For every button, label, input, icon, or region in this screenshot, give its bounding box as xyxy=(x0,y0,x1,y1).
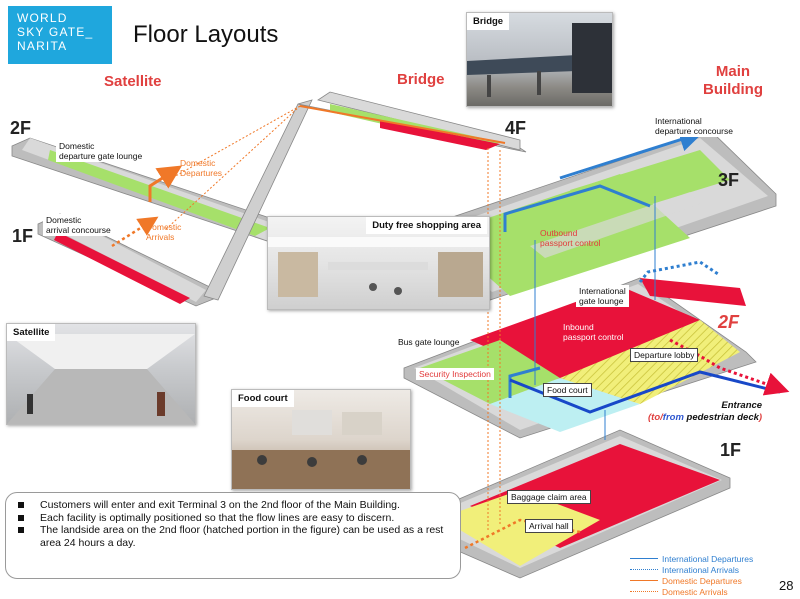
label-domestic-departures: Domestic Departures xyxy=(180,158,223,178)
duty-free-photo-image xyxy=(268,237,489,297)
duty-free-photo-title: Duty free shopping area xyxy=(366,217,487,234)
label-intl-departure-concourse: International departure concourse xyxy=(652,115,736,137)
section-main-building: Main Building xyxy=(698,63,768,99)
notes-box: Customers will enter and exit Terminal 3… xyxy=(5,492,461,579)
bridge-structure xyxy=(203,91,527,301)
legend-item-domestic-departures: Domestic Departures xyxy=(630,575,775,586)
note-item: Customers will enter and exit Terminal 3… xyxy=(18,499,452,512)
label-security-inspection: Security Inspection xyxy=(416,368,494,380)
label-food-court: Food court xyxy=(543,383,592,397)
domestic-arrival-flow-arrow xyxy=(111,216,159,248)
legend-item-intl-departures: International Departures xyxy=(630,553,775,564)
note-item: Each facility is optimally positioned so… xyxy=(18,512,452,525)
section-bridge: Bridge xyxy=(397,71,445,88)
floor-label-main-2f: 2F xyxy=(718,312,740,332)
section-main-line-2: Building xyxy=(703,81,763,98)
duty-free-photo: Duty free shopping area xyxy=(267,216,490,310)
satellite-photo-title: Satellite xyxy=(7,324,56,341)
label-domestic-arrivals: Domestic Arrivals xyxy=(146,222,182,242)
satellite-1f-floor xyxy=(37,213,217,307)
note-item: The landside area on the 2nd floor (hatc… xyxy=(18,524,452,549)
label-bus-gate-lounge: Bus gate lounge xyxy=(398,337,460,347)
floor-label-main-1f: 1F xyxy=(720,440,742,460)
section-main-line-1: Main xyxy=(715,63,751,80)
intl-connector-lines xyxy=(534,196,656,440)
page-title: Floor Layouts xyxy=(133,21,279,48)
floor-label-satellite-2f: 2F xyxy=(10,118,32,138)
world-sky-gate-logo: WORLD SKY GATE_ NARITA xyxy=(8,6,112,64)
logo-line-2: SKY GATE_ xyxy=(17,25,94,39)
label-departure-lobby: Departure lobby xyxy=(630,348,699,362)
main-2f-floor xyxy=(403,260,790,439)
label-domestic-arrival-concourse: Domestic arrival concourse xyxy=(43,214,114,236)
bridge-photo-image xyxy=(467,23,612,97)
label-baggage-claim-area: Baggage claim area xyxy=(507,490,591,504)
legend-line-intl-departures xyxy=(630,558,658,559)
bridge-photo-title: Bridge xyxy=(467,13,510,30)
legend-line-domestic-arrivals xyxy=(630,591,658,592)
connector-lines xyxy=(164,105,501,530)
label-arrival-hall: Arrival hall xyxy=(525,519,573,533)
flow-legend: International Departures International A… xyxy=(630,553,775,597)
notes-list: Customers will enter and exit Terminal 3… xyxy=(18,499,452,549)
floor-label-main-3f: 3F xyxy=(718,170,740,190)
logo-line-1: WORLD xyxy=(17,11,68,25)
legend-item-intl-arrivals: International Arrivals xyxy=(630,564,775,575)
legend-item-domestic-arrivals: Domestic Arrivals xyxy=(630,586,775,597)
food-court-photo: Food court xyxy=(231,389,411,490)
entrance-title: Entrance xyxy=(721,400,763,411)
label-outbound-passport-control: Outbound passport control xyxy=(540,228,601,248)
legend-line-intl-arrivals xyxy=(630,569,658,570)
domestic-departure-flow-arrow xyxy=(148,165,183,202)
floor-label-satellite-1f: 1F xyxy=(12,226,34,246)
label-inbound-passport-control: Inbound passport control xyxy=(563,322,624,342)
page-number: 28 xyxy=(779,578,794,593)
food-court-photo-title: Food court xyxy=(232,390,294,407)
floor-label-bridge-4f: 4F xyxy=(505,118,527,138)
main-3f-floor xyxy=(419,128,777,301)
entrance-subtitle: (to/from pedestrian deck) xyxy=(648,412,763,423)
bridge-photo: Bridge xyxy=(466,12,613,107)
legend-line-domestic-departures xyxy=(630,580,658,581)
logo-line-3: NARITA xyxy=(17,39,68,53)
label-intl-gate-lounge: International gate lounge xyxy=(576,285,629,307)
entrance-label: Entrance (to/from pedestrian deck) xyxy=(648,400,762,424)
satellite-photo: Satellite xyxy=(6,323,196,425)
label-domestic-departure-gate-lounge: Domestic departure gate lounge xyxy=(56,140,146,162)
satellite-photo-image xyxy=(7,334,195,424)
section-satellite: Satellite xyxy=(104,73,162,90)
food-court-photo-image xyxy=(232,410,410,489)
